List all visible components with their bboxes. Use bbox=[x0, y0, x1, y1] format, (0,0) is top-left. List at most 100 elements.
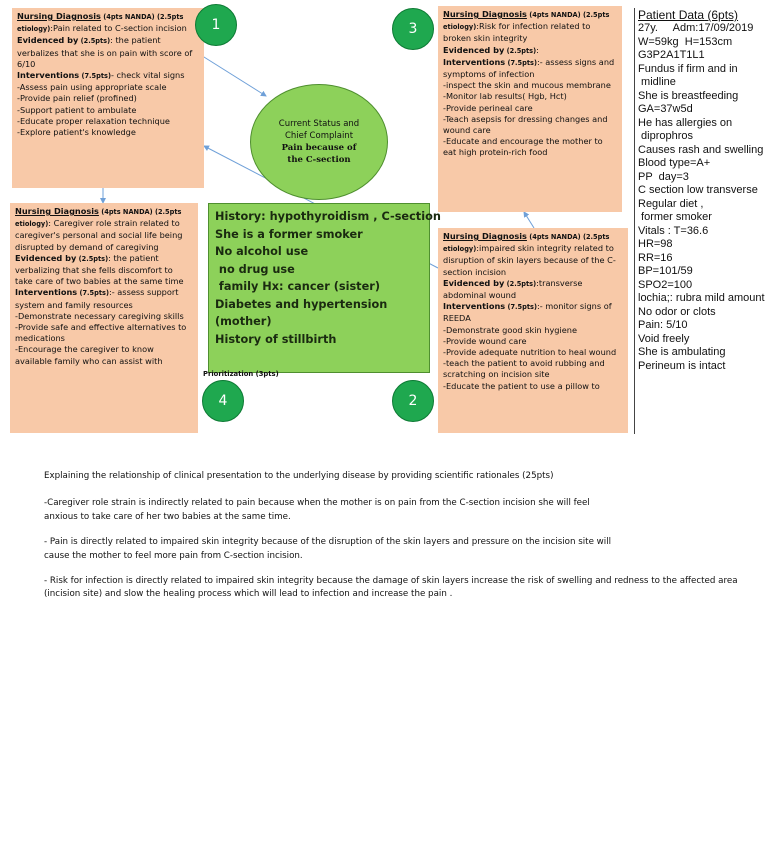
history-line: (mother) bbox=[215, 315, 272, 328]
intervention-item: -Explore patient's knowledge bbox=[17, 127, 136, 138]
prioritization-label: Prioritization (3pts) bbox=[203, 370, 279, 378]
chief-complaint: Pain because of bbox=[281, 143, 357, 153]
patient-data-line: Perineum is intact bbox=[638, 359, 726, 372]
diagnosis-box-1: Nursing Diagnosis (4pts NANDA) (2.5pts e… bbox=[12, 8, 204, 188]
patient-data-line: SPO2=100 bbox=[638, 278, 693, 291]
patient-data-line: RR=16 bbox=[638, 251, 673, 264]
intervention-item: -inspect the skin and mucous membrane bbox=[443, 80, 611, 91]
diagnosis-points: (4pts NANDA) (2.5pts etiology) bbox=[443, 233, 610, 254]
diagnosis-statement: :Risk for infection related to broken sk… bbox=[443, 21, 591, 44]
intervention-item: -Provide wound care bbox=[443, 335, 527, 346]
interventions-text: :- monitor signs of REEDA bbox=[443, 301, 612, 324]
patient-data-line: HR=98 bbox=[638, 238, 673, 250]
evidence-text: :transverse abdominal wound bbox=[443, 277, 583, 301]
patient-data-line: 27y. Adm:17/09/2019 bbox=[638, 22, 754, 34]
patient-data-line: Blood type=A+ bbox=[638, 157, 711, 169]
status-label: Current Status and bbox=[278, 119, 360, 129]
patient-data-line: Vitals : T=36.6 bbox=[638, 224, 709, 237]
diagnosis-box-2: Nursing Diagnosis (4pts NANDA) (2.5pts e… bbox=[438, 228, 628, 433]
history-line: Diabetes and hypertension bbox=[215, 297, 388, 311]
rationale-paragraph: -Caregiver role strain is indirectly rel… bbox=[44, 498, 590, 522]
evidence-points: (2.5pts) bbox=[504, 46, 537, 55]
history-box: History: hypothyroidism , C-section She … bbox=[208, 203, 441, 373]
intervention-item: -Provide adequate nutrition to heal woun… bbox=[443, 347, 617, 358]
chief-complaint: the C-section bbox=[287, 155, 351, 165]
intervention-item: -Demonstrate necessary caregiving skills bbox=[15, 310, 184, 321]
diagnosis-title: Nursing Diagnosis bbox=[443, 231, 527, 241]
diagnosis-title: Nursing Diagnosis bbox=[15, 206, 99, 216]
interventions-points: (7.5pts) bbox=[505, 303, 537, 312]
interventions-points: (7.5pts) bbox=[79, 72, 111, 81]
interventions-text: :- assess support system and family reso… bbox=[15, 287, 179, 310]
patient-data-panel: Patient Data (6pts) 27y. Adm:17/09/2019 … bbox=[638, 8, 768, 373]
patient-data-line: GA=37w5d bbox=[638, 103, 693, 115]
diagnosis-points: (4pts NANDA) (2.5pts etiology) bbox=[15, 208, 182, 229]
patient-data-line: Fundus if firm and in bbox=[638, 62, 738, 75]
intervention-item: -Encourage the caregiver to know availab… bbox=[15, 344, 163, 366]
patient-data-line: W=59kg H=153cm bbox=[638, 35, 733, 48]
intervention-item: -Educate the patient to use a pillow to bbox=[443, 380, 600, 391]
evidence-text: : the patient verbalizes that she is on … bbox=[17, 35, 193, 69]
history-line: no drug use bbox=[215, 262, 295, 276]
arrow-box1-to-status bbox=[195, 51, 267, 97]
history-line: No alcohol use bbox=[215, 245, 309, 258]
interventions-label: Interventions bbox=[17, 70, 80, 81]
intervention-item: -Teach asepsis for dressing changes and … bbox=[443, 113, 608, 136]
priority-badge-4: 4 bbox=[202, 380, 244, 422]
patient-data-line: midline bbox=[638, 76, 676, 88]
diagnosis-box-4: Nursing Diagnosis (4pts NANDA) (2.5pts e… bbox=[10, 203, 198, 433]
interventions-label: Interventions bbox=[15, 287, 78, 298]
priority-badge-3: 3 bbox=[392, 8, 434, 50]
intervention-item: -Monitor lab results( Hgb, Hct) bbox=[443, 91, 567, 102]
patient-data-line: lochia;: rubra mild amount bbox=[638, 292, 765, 304]
rationale-paragraph: - Risk for infection is directly related… bbox=[44, 576, 738, 600]
intervention-item: -Educate and encourage the mother to eat… bbox=[443, 136, 603, 158]
patient-data-line: G3P2A1T1L1 bbox=[638, 49, 705, 61]
diagnosis-points: (4pts NANDA) (2.5pts etiology) bbox=[443, 11, 610, 32]
patient-data-line: He has allergies on bbox=[638, 116, 733, 129]
patient-data-line: She is ambulating bbox=[638, 346, 726, 358]
diagnosis-box-3: Nursing Diagnosis (4pts NANDA) (2.5pts e… bbox=[438, 6, 622, 212]
history-line: History of stillbirth bbox=[215, 332, 337, 346]
patient-data-line: BP=101/59 bbox=[638, 265, 693, 277]
history-line: History: hypothyroidism , C-section bbox=[215, 210, 441, 223]
interventions-label: Interventions bbox=[443, 56, 506, 67]
diagnosis-statement: :impaired skin integrity related to disr… bbox=[443, 243, 616, 277]
intervention-item: -Provide pain relief (profined) bbox=[17, 93, 137, 104]
diagnosis-statement: :Pain related to C-section incision bbox=[50, 23, 187, 34]
diagnosis-title: Nursing Diagnosis bbox=[443, 9, 527, 19]
evidence-points: (2.5pts) bbox=[78, 37, 111, 46]
evidence-points: (2.5pts) bbox=[504, 279, 537, 288]
evidence-text: : the patient verbalizing that she fells… bbox=[15, 252, 184, 287]
interventions-points: (7.5pts) bbox=[505, 58, 537, 67]
intervention-item: -Assess pain using appropriate scale bbox=[17, 82, 167, 93]
evidence-label: Evidenced by bbox=[17, 35, 79, 46]
patient-data-line: Regular diet , bbox=[638, 197, 704, 210]
arrow-box2-to-box3 bbox=[523, 211, 535, 229]
interventions-label: Interventions bbox=[443, 301, 506, 312]
patient-data-line: C section low transverse bbox=[638, 184, 758, 196]
rationale-paragraph: - Pain is directly related to impaired s… bbox=[44, 537, 612, 561]
evidence-label: Evidenced by bbox=[443, 277, 505, 288]
intervention-item: -Provide perineal care bbox=[443, 102, 533, 113]
evidence-label: Evidenced by bbox=[15, 252, 77, 263]
intervention-item: -Provide safe and effective alternatives… bbox=[15, 322, 187, 344]
evidence-points: (2.5pts) bbox=[76, 254, 109, 263]
interventions-points: (7.5pts) bbox=[77, 289, 109, 298]
diagnosis-statement: : Caregiver role strain related to careg… bbox=[15, 218, 183, 252]
intervention-item: -teach the patient to avoid rubbing and … bbox=[443, 358, 605, 380]
history-line: She is a former smoker bbox=[215, 227, 363, 241]
interventions-text: :- assess signs and symptoms of infectio… bbox=[443, 56, 615, 80]
patient-data-line: No odor or clots bbox=[638, 305, 716, 318]
patient-data-line: PP day=3 bbox=[638, 170, 689, 183]
interventions-text: - check vital signs bbox=[110, 70, 185, 81]
evidence-text: : bbox=[536, 44, 539, 55]
patient-data-line: She is breastfeeding bbox=[638, 89, 739, 102]
diagnosis-title: Nursing Diagnosis bbox=[17, 11, 101, 21]
intervention-item: -Demonstrate good skin hygiene bbox=[443, 324, 578, 335]
status-ellipse: Current Status and Chief Complaint Pain … bbox=[250, 84, 388, 200]
history-line: family Hx: cancer (sister) bbox=[215, 280, 380, 293]
patient-data-points: (6pts) bbox=[704, 8, 739, 22]
rationale-heading: Explaining the relationship of clinical … bbox=[44, 471, 554, 481]
patient-data-line: diprophros bbox=[638, 130, 694, 142]
